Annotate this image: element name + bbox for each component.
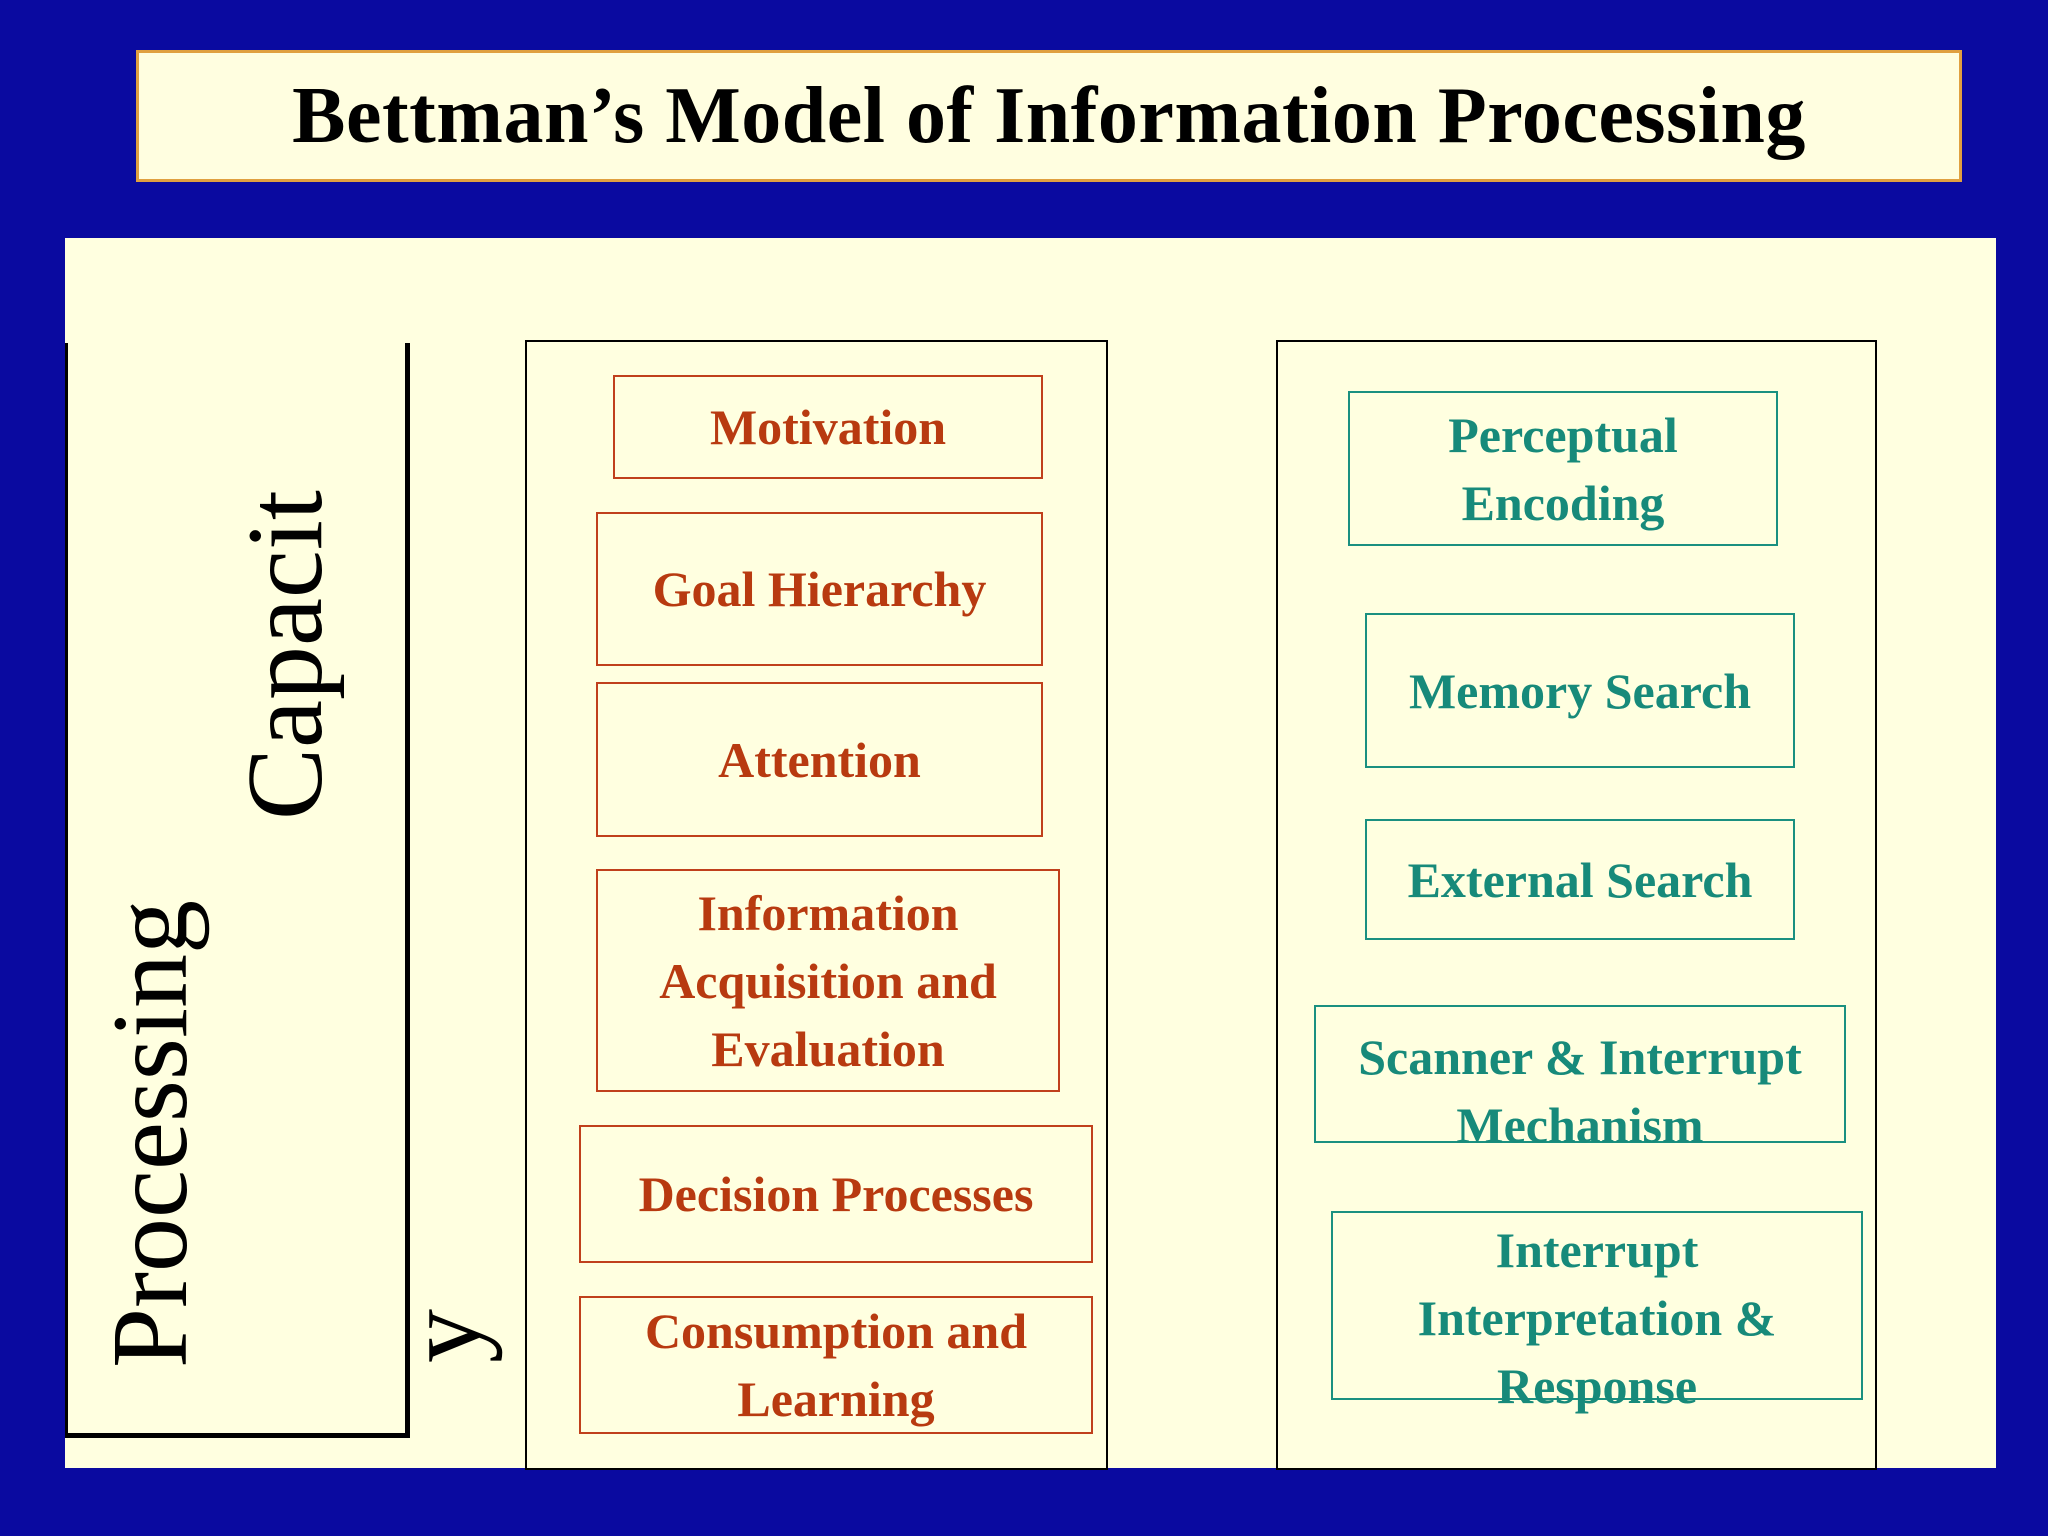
right-column-frame (1276, 340, 1877, 1470)
middle-column-frame (525, 340, 1108, 1470)
goal-hierarchy-box: Goal Hierarchy (596, 512, 1043, 666)
capacity-label-overflow: y (384, 1309, 503, 1363)
diagram-panel: Processing Capacit y Motivation Goal Hie… (65, 238, 1996, 1470)
memory-search-box: Memory Search (1365, 613, 1795, 768)
attention-box: Attention (596, 682, 1043, 837)
information-acquisition-box: Information Acquisition and Evaluation (596, 869, 1060, 1092)
perceptual-encoding-box: Perceptual Encoding (1348, 391, 1778, 546)
capacity-frame-left (65, 343, 68, 1436)
page-title: Bettman’s Model of Information Processin… (292, 71, 1806, 160)
processing-label: Processing (91, 900, 210, 1368)
motivation-box: Motivation (613, 375, 1043, 479)
interrupt-interpretation-box: Interrupt Interpretation & Response (1331, 1211, 1863, 1414)
external-search-box: External Search (1365, 819, 1795, 940)
scanner-interrupt-box: Scanner & Interrupt Mechanism (1314, 1005, 1846, 1153)
capacity-frame-right (405, 343, 410, 1438)
capacity-label: Capacit (226, 490, 345, 820)
consumption-learning-box: Consumption and Learning (579, 1296, 1093, 1434)
title-box: Bettman’s Model of Information Processin… (136, 50, 1962, 182)
decision-processes-box: Decision Processes (579, 1125, 1093, 1263)
capacity-frame-bottom (65, 1433, 410, 1438)
